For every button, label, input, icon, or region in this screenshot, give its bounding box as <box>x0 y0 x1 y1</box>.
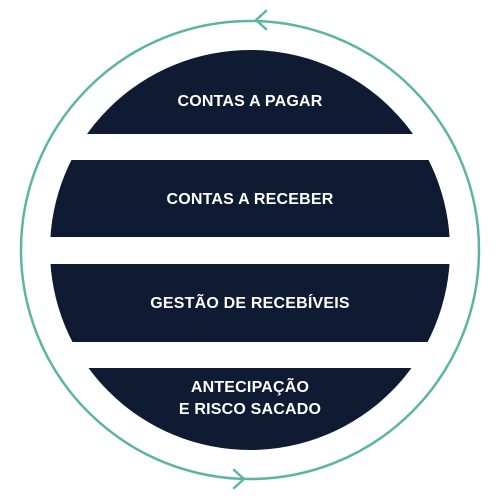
band-label-antecipacao: ANTECIPAÇÃO <box>191 376 309 396</box>
band-contas-a-receber <box>50 160 450 237</box>
band-contas-a-pagar <box>50 50 450 134</box>
arrow-bottom-icon <box>232 468 246 490</box>
band-label-contas-a-pagar: CONTAS A PAGAR <box>177 93 322 110</box>
arrow-top-icon <box>254 9 268 31</box>
band-gestao-de-recebiveis <box>50 264 450 342</box>
cycle-ring <box>19 19 481 481</box>
band-label-risco-sacado: E RISCO SACADO <box>179 401 321 418</box>
band-label-contas-a-receber: CONTAS A RECEBER <box>166 191 333 208</box>
band-label-gestao-de-recebiveis: GESTÃO DE RECEBÍVEIS <box>150 292 350 312</box>
